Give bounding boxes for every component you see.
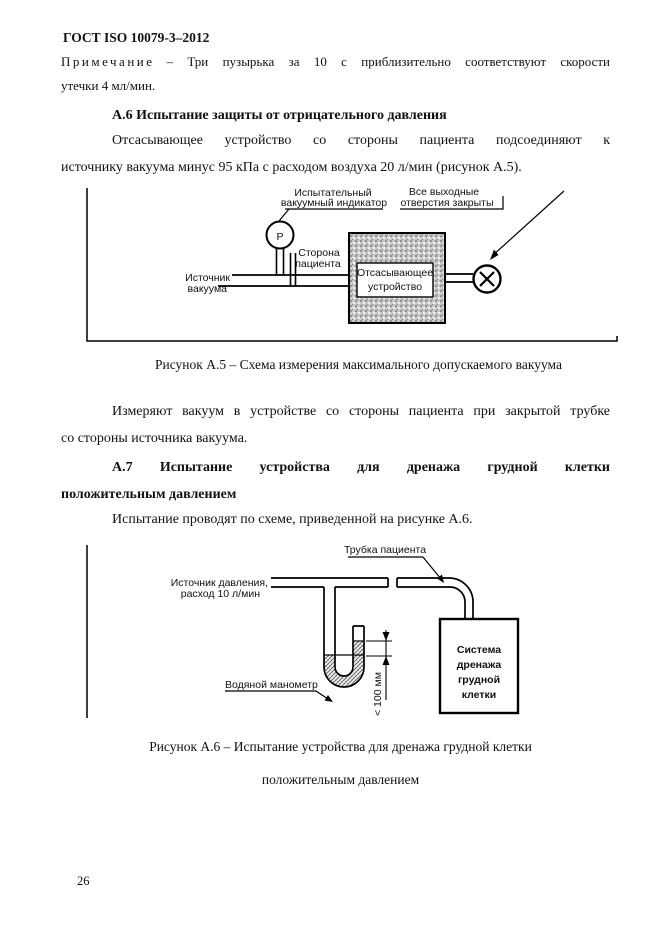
dimension-extension-lines: [366, 640, 392, 657]
section-a7-heading-line2: положительным давлением: [61, 487, 237, 502]
figure-a5-frame: [86, 188, 618, 342]
pressure-source-label-line2: расход 10 л/мин: [181, 588, 260, 600]
section-a7-paragraph: Испытание проводят по схеме, приведенной…: [112, 512, 473, 527]
outlets-closed-leader-line: [491, 190, 565, 257]
dimension-100mm: < 100 мм: [366, 630, 392, 716]
suction-device-label-line2: устройство: [368, 281, 422, 293]
chest-drainage-label-line4: клетки: [462, 689, 496, 701]
section-a6-paragraph-line1: Отсасывающее устройство со стороны пацие…: [112, 133, 610, 148]
pressure-source-label-line1: Источник давления,: [171, 577, 268, 589]
patient-side-tube: [289, 253, 297, 286]
manometer-water: [323, 641, 365, 688]
figure-a6-caption-line1: Рисунок А.6 – Испытание устройства для д…: [149, 739, 532, 754]
note-paragraph-line1: Примечание – Три пузырька за 10 с приблиз…: [61, 50, 610, 74]
water-manometer-arrowhead: [324, 695, 333, 702]
measure-paragraph-line2: со стороны источника вакуума.: [61, 431, 248, 446]
vacuum-gauge-icon: Р: [265, 220, 295, 250]
note-paragraph-line2: утечки 4 мл/мин.: [61, 78, 156, 93]
patient-side-label-line2: пациента: [295, 258, 341, 270]
note-label: Примечание: [61, 54, 155, 69]
outlets-closed-label-line1: Все выходные: [409, 186, 479, 198]
vacuum-source-pipe: [218, 274, 349, 287]
figure-a5-diagram: Испытательный вакуумный индикатор Р Стор…: [86, 186, 618, 342]
section-a6-heading: А.6 Испытание защиты от отрицательного д…: [112, 108, 447, 123]
document-header: ГОСТ ISO 10079-3–2012: [63, 30, 210, 45]
vacuum-indicator-label-line1: Испытательный: [294, 187, 371, 199]
u-tube-manometer: [323, 587, 365, 688]
dimension-label: < 100 мм: [372, 672, 384, 716]
dimension-arrow-down: [382, 656, 390, 665]
vacuum-source-label-line1: Источник: [185, 272, 230, 284]
chest-drainage-label-line3: грудной: [458, 674, 500, 686]
outlets-closed-label-line2: отверстия закрыты: [400, 197, 493, 209]
dimension-arrow-up: [382, 632, 390, 641]
gauge-letter: Р: [276, 231, 283, 243]
figure-a6-diagram: Трубка пациента Источник давления, расхо…: [86, 544, 520, 718]
measure-paragraph-line1: Измеряют вакуум в устройстве со стороны …: [112, 404, 610, 419]
chest-drainage-box: [438, 617, 520, 715]
chest-drainage-label-line2: дренажа: [457, 659, 502, 671]
figure-a5-caption: Рисунок А.5 – Схема измерения максимальн…: [155, 357, 562, 372]
section-a7-heading-line1: А.7 Испытание устройства для дренажа гру…: [112, 460, 610, 475]
suction-device-label-line1: Отсасывающее: [357, 267, 433, 279]
patient-tube-leader-line: [422, 556, 442, 580]
outlets-closed-underline: [400, 196, 504, 210]
patient-tube-pipe: [396, 577, 474, 619]
suction-device-box: [356, 262, 434, 298]
patient-tube-label: Трубка пациента: [344, 544, 426, 556]
pressure-source-pipe: [271, 577, 389, 588]
page-number: 26: [77, 874, 90, 888]
water-manometer-leader-line: [315, 690, 329, 700]
gauge-stem-tube: [275, 248, 285, 275]
vacuum-indicator-leader-line: [278, 208, 290, 222]
chest-drainage-label-line1: Система: [457, 644, 501, 656]
outlets-closed-arrowhead: [490, 249, 499, 260]
vacuum-indicator-label-line2: вакуумный индикатор: [281, 197, 387, 209]
section-a6-paragraph-line2: источнику вакуума минус 95 кПа с расходо…: [61, 160, 522, 175]
outlet-pipe: [445, 273, 473, 283]
patient-side-label-line1: Сторона: [298, 247, 340, 259]
water-manometer-label: Водяной манометр: [225, 679, 318, 691]
vacuum-source-label-line2: вакуума: [188, 283, 228, 295]
note-text: – Три пузырька за 10 с приблизительно со…: [166, 54, 610, 69]
closed-outlet-icon: [472, 264, 502, 294]
figure-a6-caption-line2: положительным давлением: [261, 772, 420, 787]
